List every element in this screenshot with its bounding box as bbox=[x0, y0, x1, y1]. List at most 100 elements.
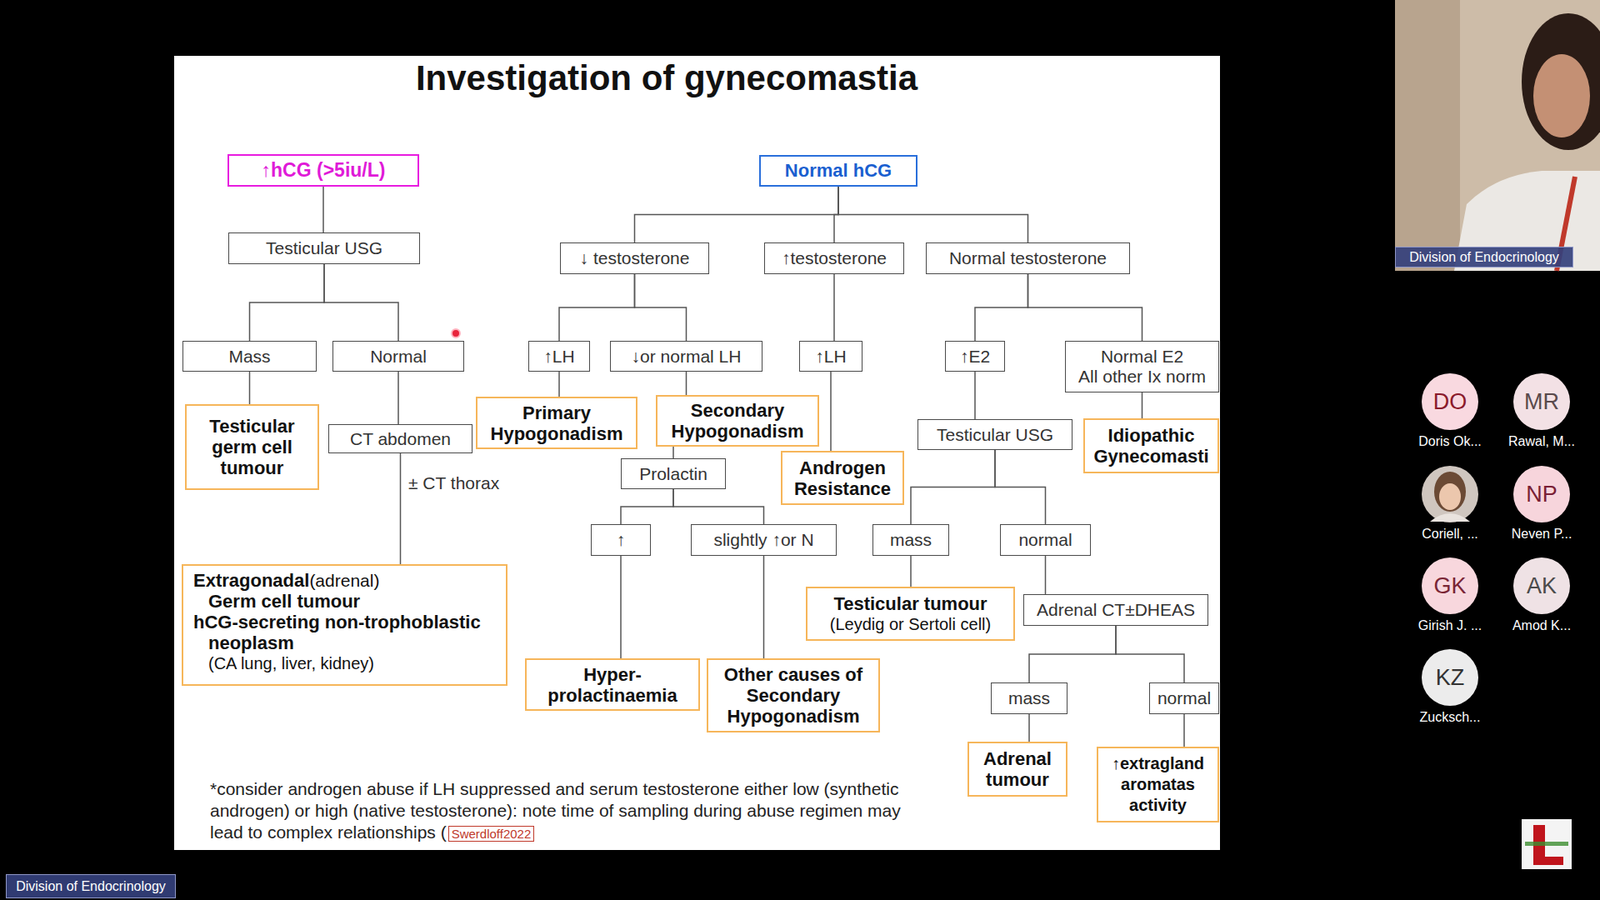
box-label: ↑ bbox=[616, 530, 626, 550]
laser-pointer bbox=[451, 329, 460, 338]
result-box: ↑ bbox=[590, 524, 651, 556]
box-label: ↑LH bbox=[543, 346, 575, 367]
connector-line bbox=[1141, 392, 1144, 419]
box-label: Primary Hypogonadism bbox=[482, 402, 631, 445]
box-label: ↑E2 bbox=[960, 346, 990, 367]
box-label: Division of Endocrinology bbox=[15, 878, 166, 895]
diagnosis-box: ↑extragland aromatas activity bbox=[1096, 746, 1220, 823]
connector-line bbox=[673, 489, 765, 525]
connector-line bbox=[910, 450, 995, 525]
box-label: mass bbox=[890, 530, 932, 550]
connector-line bbox=[685, 371, 688, 395]
connector-line bbox=[558, 371, 560, 397]
box-label: (adrenal) bbox=[309, 570, 380, 590]
box-label: CT abdomen bbox=[350, 429, 451, 450]
box-label: Adrenal CT±DHEAS bbox=[1036, 600, 1195, 620]
result-box: slightly ↑or N bbox=[690, 524, 837, 556]
speaker-face bbox=[1533, 54, 1590, 138]
result-box: normal bbox=[1000, 524, 1091, 556]
box-label: Extragonadal bbox=[193, 570, 310, 591]
box-label: Testicular USG bbox=[265, 238, 383, 259]
box-label: Idiopathic Gynecomasti bbox=[1090, 425, 1213, 467]
connector-line bbox=[1028, 274, 1143, 341]
result-box: ↑LH bbox=[528, 340, 590, 372]
connector-line bbox=[1028, 714, 1030, 742]
box-label: Normal E2 bbox=[1100, 346, 1184, 367]
connector-line bbox=[322, 186, 325, 233]
connector-line bbox=[995, 450, 1046, 525]
label-holder: ± CT thorax bbox=[406, 473, 501, 494]
diagnosis-box: Other causes of Secondary Hypogonadism bbox=[706, 658, 880, 733]
result-box: normal bbox=[1149, 682, 1220, 715]
result-box: ↓or normal LH bbox=[610, 340, 763, 372]
diagnosis-box: Extragonadal(adrenal)Germ cell tumourhCG… bbox=[181, 564, 508, 686]
test-result-box: ↑hCG (>5iu/L) bbox=[227, 154, 420, 187]
box-label: Germ cell tumour bbox=[193, 590, 496, 612]
box-label: Division of Endocrinology bbox=[1409, 249, 1560, 266]
connector-line bbox=[324, 264, 399, 341]
process-box: Testicular USG bbox=[917, 419, 1073, 450]
box-label: ↑hCG (>5iu/L) bbox=[261, 159, 386, 182]
diagnosis-box: Adrenal tumour bbox=[967, 741, 1068, 797]
box-label: (Leydig or Sertoli cell) bbox=[830, 614, 991, 635]
box-label: normal bbox=[1018, 530, 1072, 550]
participant-name: Amod K... bbox=[1512, 618, 1571, 634]
participant-name: Coriell, ... bbox=[1421, 526, 1479, 542]
connector-line bbox=[830, 371, 832, 451]
box-label: Prolactin bbox=[639, 464, 708, 485]
process-box: Testicular USG bbox=[228, 232, 420, 265]
box-label: Normal hCG bbox=[785, 160, 892, 182]
diagnosis-box: Idiopathic Gynecomasti bbox=[1083, 418, 1220, 474]
speaker-hair bbox=[1521, 13, 1600, 150]
result-box: ↑testosterone bbox=[764, 242, 905, 275]
result-box: Normal testosterone bbox=[925, 242, 1130, 275]
connector-line bbox=[635, 274, 687, 341]
box-label: Normal testosterone bbox=[949, 248, 1107, 269]
participant-avatar: GKGirish J. ... bbox=[1421, 557, 1479, 615]
process-box: Prolactin bbox=[620, 458, 726, 490]
name-tag: Division of Endocrinology bbox=[1395, 246, 1574, 268]
avatar-photo bbox=[1421, 465, 1479, 523]
slide-panel bbox=[174, 55, 1220, 850]
box-label: ↑LH bbox=[815, 346, 846, 367]
box-label: NP bbox=[1525, 481, 1558, 508]
connector-line bbox=[833, 274, 835, 341]
connector-line bbox=[250, 264, 325, 341]
avatar-photo-face bbox=[1439, 483, 1461, 510]
connector-line bbox=[249, 371, 251, 405]
participant-name: Zucksch... bbox=[1420, 710, 1481, 725]
video-wall bbox=[1395, 0, 1460, 271]
box-label: KZ bbox=[1435, 665, 1465, 691]
diagnosis-box: Hyper-prolactinaemia bbox=[525, 658, 700, 711]
box-label: Secondary Hypogonadism bbox=[662, 400, 813, 442]
box-label: Adrenal tumour bbox=[974, 748, 1061, 790]
connector-line bbox=[1029, 625, 1116, 683]
connector-line bbox=[763, 555, 765, 659]
connector-line bbox=[672, 446, 675, 459]
participant-name: Girish J. ... bbox=[1418, 618, 1482, 634]
result-box: ↑E2 bbox=[945, 340, 1005, 372]
process-box: Adrenal CT±DHEAS bbox=[1023, 594, 1209, 626]
annotation: ± CT thorax bbox=[406, 473, 501, 494]
box-label: Testicular USG bbox=[936, 425, 1054, 445]
result-box: ↑LH bbox=[799, 340, 863, 372]
participant-avatar: MRRawal, M... bbox=[1513, 373, 1570, 430]
connector-line bbox=[974, 371, 976, 420]
citation: Swerdloff2022 bbox=[448, 825, 535, 842]
connector-line bbox=[910, 555, 912, 587]
diagnosis-box: Primary Hypogonadism bbox=[475, 396, 638, 450]
logo bbox=[1521, 819, 1572, 870]
connector-line bbox=[1183, 714, 1185, 747]
box-label: DO bbox=[1433, 389, 1468, 415]
result-box: Normal bbox=[332, 340, 465, 372]
result-box: ↓ testosterone bbox=[560, 242, 710, 275]
avatar-photo-body bbox=[1430, 513, 1470, 522]
connector-line bbox=[635, 186, 840, 243]
box-label: GK bbox=[1433, 573, 1466, 600]
test-result-box: Normal hCG bbox=[759, 155, 918, 187]
box-label: AK bbox=[1526, 573, 1557, 600]
box-label: (CA lung, liver, kidney) bbox=[193, 653, 496, 675]
connector-line bbox=[559, 274, 635, 341]
name-tag: Division of Endocrinology bbox=[5, 874, 176, 899]
diagnosis-box: Secondary Hypogonadism bbox=[655, 395, 820, 447]
